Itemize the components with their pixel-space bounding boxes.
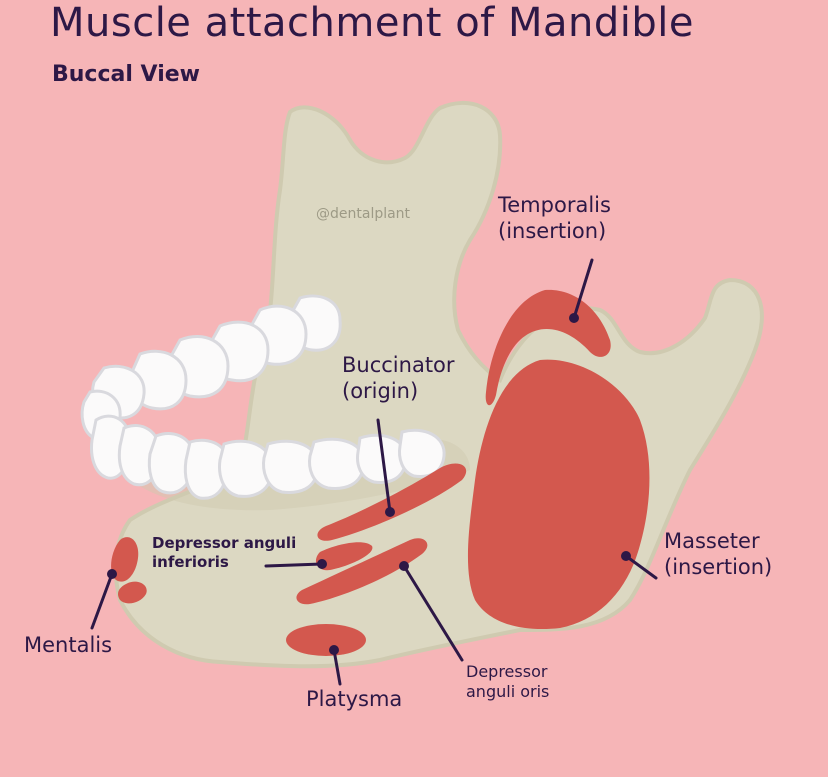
- label-depressor-anguli-oris: Depressor anguli oris: [466, 662, 549, 702]
- lower-teeth: [90, 414, 446, 500]
- diagram-subtitle: Buccal View: [52, 62, 200, 87]
- platysma-dot: [329, 645, 339, 655]
- label-masseter-line1: Masseter: [664, 529, 760, 553]
- label-platysma: Platysma: [306, 686, 402, 712]
- depressor-anguli-oris-leader: [402, 564, 464, 662]
- label-buccinator-line1: Buccinator: [342, 353, 455, 377]
- watermark: @dentalplant: [316, 206, 411, 222]
- label-mentalis: Mentalis: [24, 632, 112, 658]
- depressor-anguli-inferioris-dot: [317, 559, 327, 569]
- buccinator-leader: [376, 418, 392, 514]
- platysma-attachment: [286, 624, 366, 656]
- temporalis-leader: [572, 258, 594, 320]
- temporalis-attachment: [485, 289, 611, 406]
- leader-lines: [90, 258, 658, 686]
- upper-teeth: [80, 294, 342, 441]
- masseter-attachment: [467, 359, 650, 630]
- mentalis-attachment-upper: [111, 537, 139, 582]
- depressor-anguli-inferioris-leader: [264, 562, 324, 568]
- buccinator-attachment: [317, 463, 467, 541]
- label-temporalis-line2: (insertion): [498, 219, 607, 244]
- label-depressor-anguli-inferioris-line2: inferioris: [152, 552, 229, 571]
- depressor-anguli-oris-attachment: [296, 538, 428, 605]
- label-temporalis-line1: Temporalis: [498, 193, 611, 217]
- masseter-dot: [621, 551, 631, 561]
- mentalis-dot: [107, 569, 117, 579]
- label-depressor-anguli-inferioris: Depressor anguli inferioris: [152, 534, 296, 572]
- label-masseter-line2: (insertion): [664, 555, 773, 580]
- label-depressor-anguli-inferioris-line1: Depressor anguli: [152, 534, 297, 552]
- label-depressor-anguli-oris-line1: Depressor: [466, 662, 548, 681]
- label-platysma-line1: Platysma: [306, 687, 403, 711]
- muscle-attachments: [111, 289, 650, 656]
- label-buccinator-line2: (origin): [342, 379, 419, 404]
- platysma-leader: [332, 648, 342, 686]
- depressor-anguli-inferioris-attachment: [315, 542, 373, 571]
- diagram-title: Muscle attachment of Mandible: [50, 0, 694, 46]
- buccinator-dot: [385, 507, 395, 517]
- depressor-anguli-oris-dot: [399, 561, 409, 571]
- label-mentalis-line1: Mentalis: [24, 633, 113, 657]
- masseter-leader: [624, 554, 658, 580]
- mentalis-leader: [90, 572, 114, 630]
- temporalis-dot: [569, 313, 579, 323]
- label-masseter: Masseter (insertion): [664, 528, 772, 581]
- leader-dots: [107, 313, 631, 655]
- mentalis-attachment-lower: [118, 581, 147, 604]
- label-depressor-anguli-oris-line2: anguli oris: [466, 682, 550, 701]
- label-buccinator: Buccinator (origin): [342, 352, 455, 405]
- label-temporalis: Temporalis (insertion): [498, 192, 611, 245]
